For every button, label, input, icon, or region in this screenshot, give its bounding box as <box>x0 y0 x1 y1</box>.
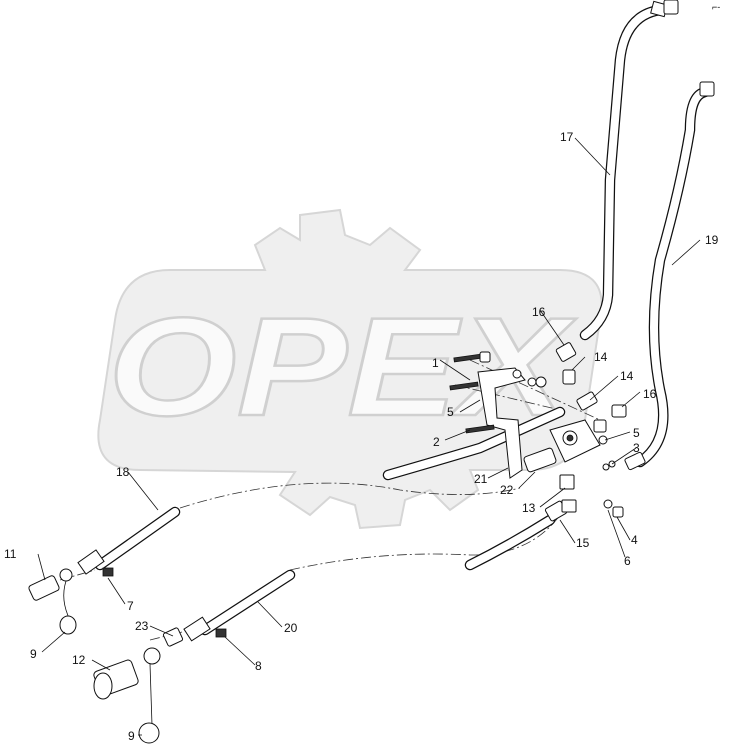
callout-21: 21 <box>474 472 488 486</box>
callout-6: 6 <box>624 554 631 568</box>
callout-12: 12 <box>72 653 86 667</box>
callout-17: 17 <box>560 130 574 144</box>
callout-15: 15 <box>576 536 590 550</box>
mounting-bracket <box>477 367 526 479</box>
hose-20 <box>183 569 296 642</box>
callout-23: 23 <box>135 619 149 633</box>
fittings <box>449 342 627 518</box>
callout-7: 7 <box>127 599 134 613</box>
callout-4: 4 <box>631 533 638 547</box>
hose-17 <box>579 0 679 341</box>
callout-3: 3 <box>633 441 640 455</box>
callout-19: 19 <box>705 233 719 247</box>
callout-16a: 16 <box>532 305 546 319</box>
valve-block <box>523 419 601 490</box>
callout-9b: 9 <box>128 729 135 743</box>
callout-16b: 16 <box>643 387 657 401</box>
callout-8: 8 <box>255 659 262 673</box>
callout-5a: 5 <box>447 405 454 419</box>
coupler-11 <box>28 568 77 635</box>
hose-21 <box>382 406 566 481</box>
callout-14b: 14 <box>620 369 634 383</box>
callout-11: 11 <box>4 547 17 561</box>
callout-leaders <box>37 137 701 736</box>
coupler-12 <box>93 627 184 744</box>
callout-13: 13 <box>522 501 536 515</box>
callout-20: 20 <box>284 621 298 635</box>
callout-2: 2 <box>433 435 440 449</box>
callout-9a: 9 <box>30 647 37 661</box>
hose-18 <box>77 506 181 575</box>
clips <box>102 567 227 638</box>
corner-mark: ⌐- <box>712 2 720 12</box>
callout-labels: 1 2 3 4 5 5 6 7 8 9 9 11 12 13 14 14 15 … <box>4 130 719 743</box>
callout-14a: 14 <box>594 350 608 364</box>
callout-18: 18 <box>116 465 130 479</box>
callout-5b: 5 <box>633 426 640 440</box>
callout-1: 1 <box>432 356 439 370</box>
hose-19 <box>624 81 715 471</box>
hose-15 <box>464 499 577 571</box>
callout-22: 22 <box>500 483 514 497</box>
